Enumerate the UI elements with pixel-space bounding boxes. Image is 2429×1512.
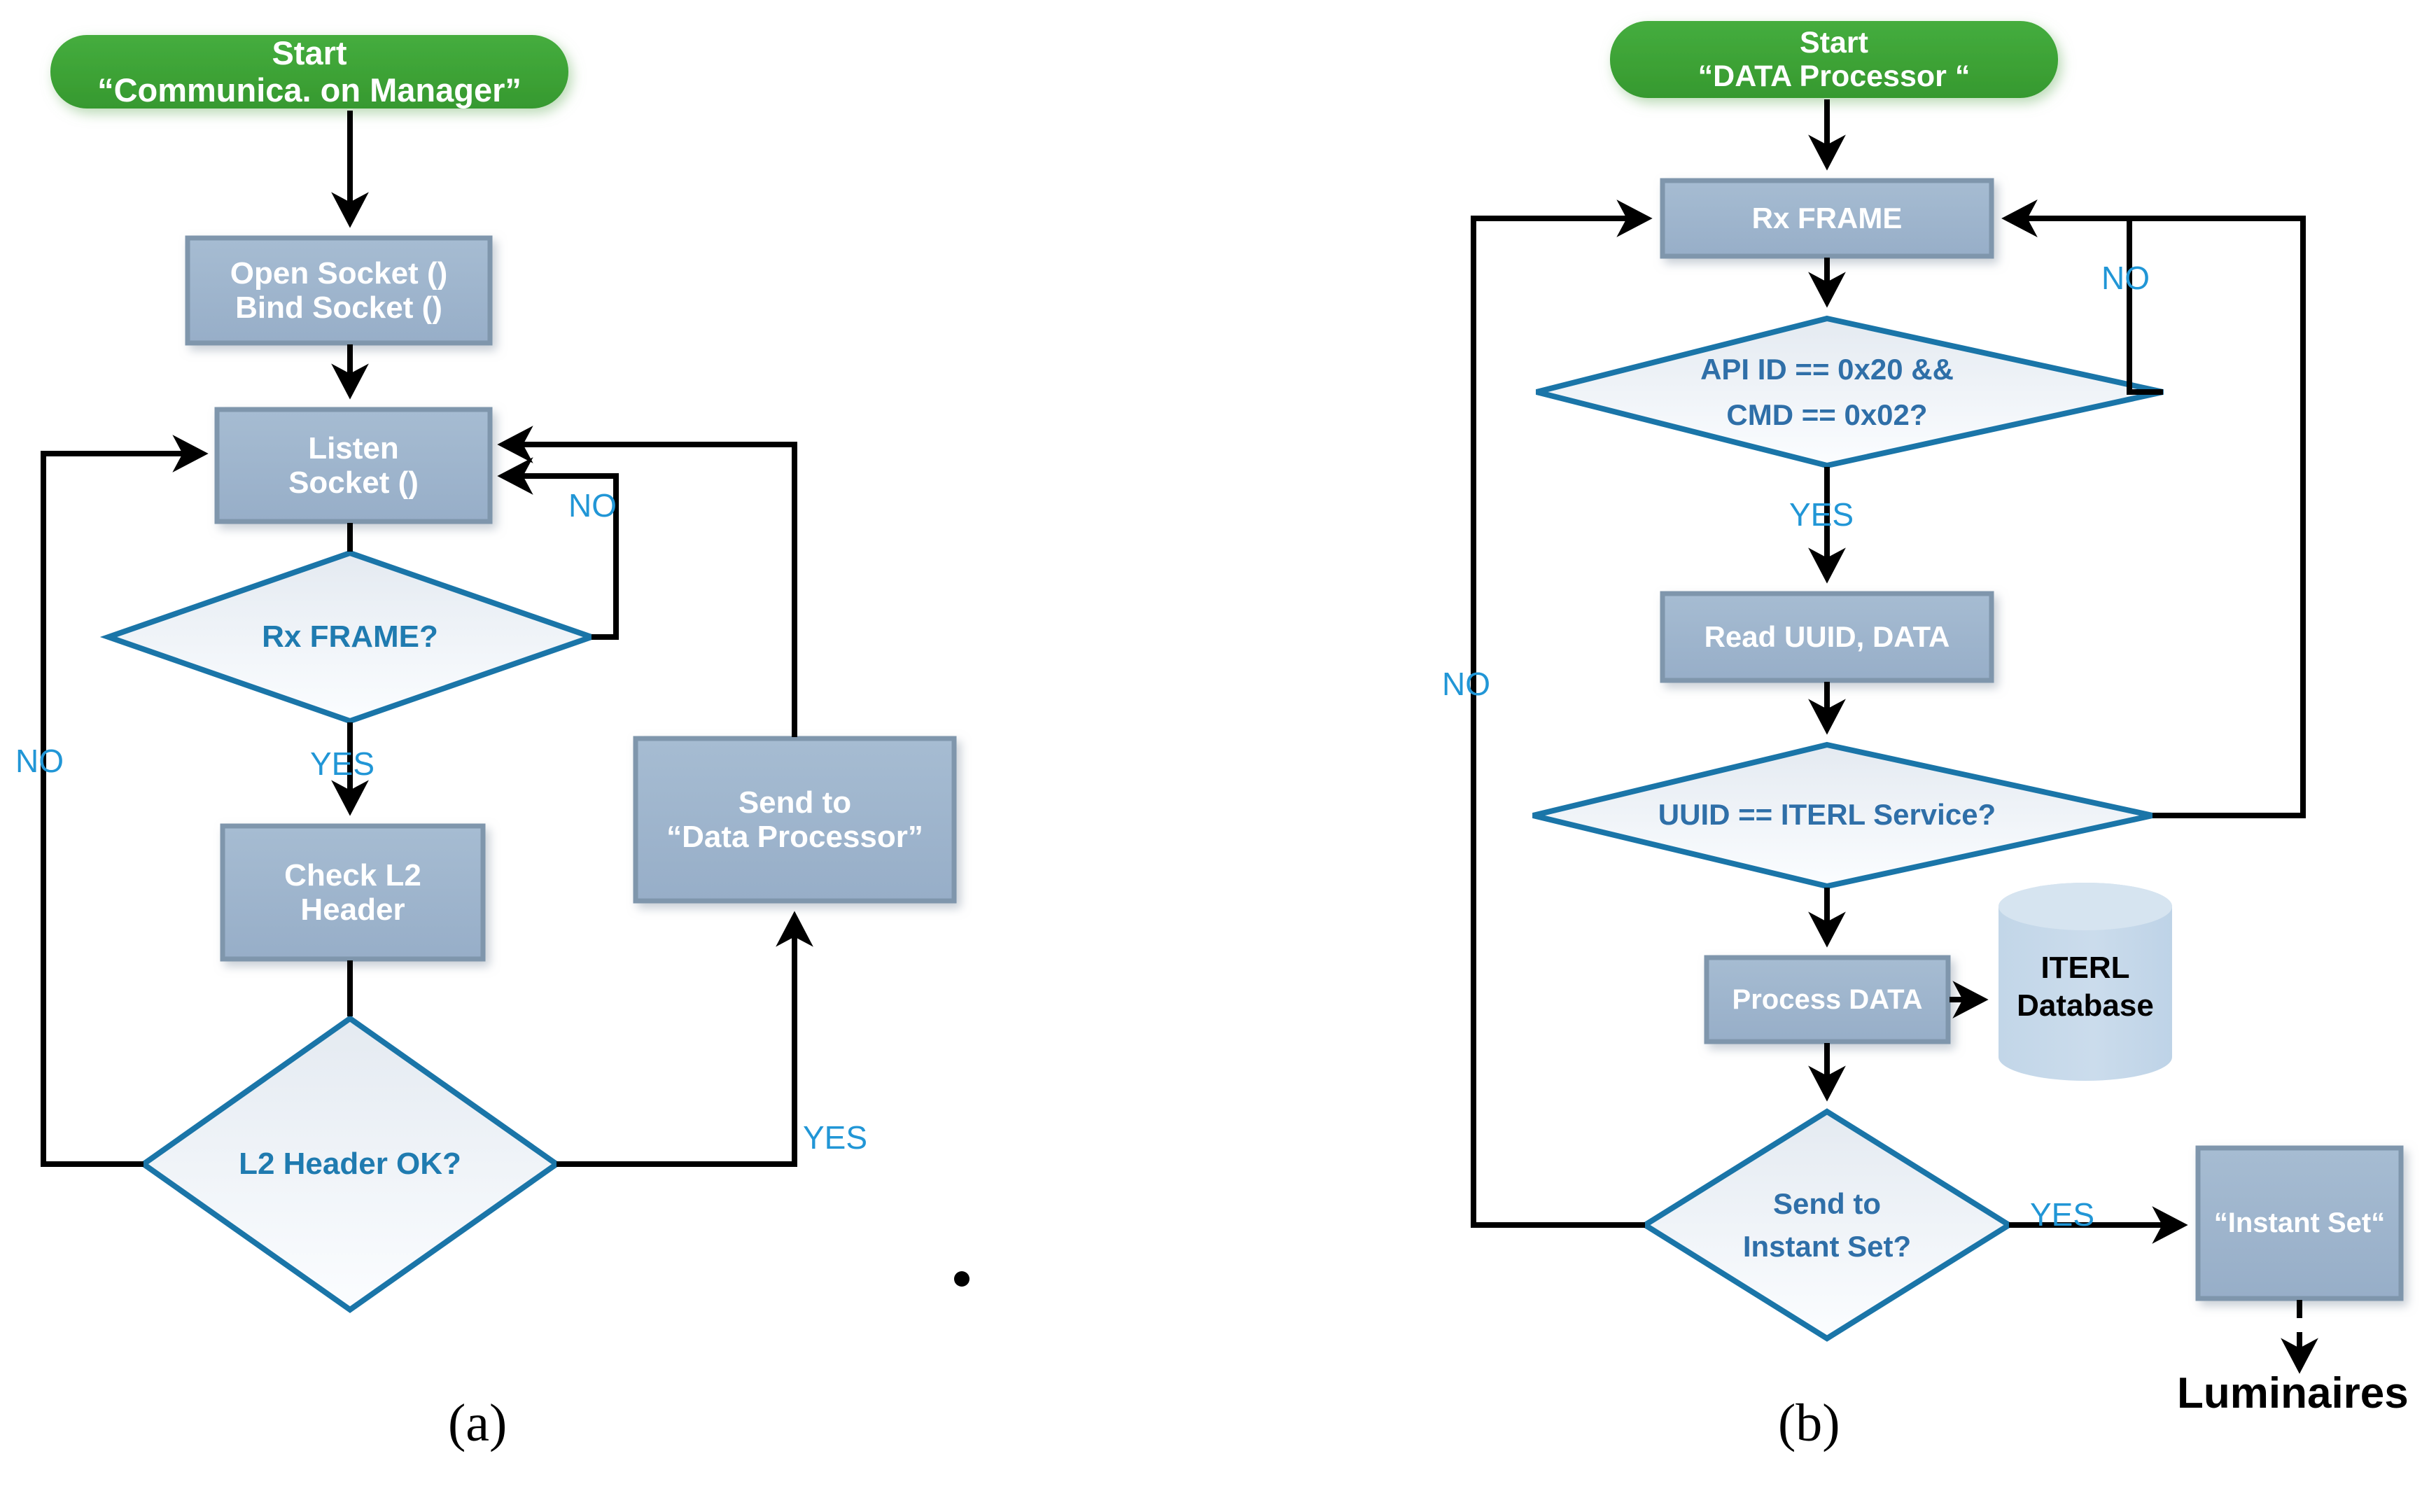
node-send-to-data-processor xyxy=(633,736,957,904)
node-rx-frame xyxy=(1660,178,1994,259)
stray-dot-marker xyxy=(954,1271,969,1287)
caption-panel-b: (b) xyxy=(1778,1394,1840,1452)
edge-label-l2-yes: YES xyxy=(803,1119,868,1156)
node-api-cmd-question xyxy=(1536,315,2164,469)
edge-label-rx-frame-no: NO xyxy=(568,487,617,524)
caption-panel-a: (a) xyxy=(448,1394,507,1452)
luminaires-label: Luminaires xyxy=(2177,1369,2409,1418)
node-start-b xyxy=(1610,21,2058,98)
node-iterl-database xyxy=(1998,883,2172,1081)
node-listen-socket xyxy=(214,407,493,524)
node-start-a xyxy=(50,35,568,108)
edge-label-api-no: NO xyxy=(2101,260,2150,296)
node-check-l2-header xyxy=(220,823,486,962)
node-rx-frame-question xyxy=(99,550,601,724)
node-send-to-instant-set-question xyxy=(1639,1108,2015,1342)
node-process-data xyxy=(1704,955,1951,1044)
edges-panel-b xyxy=(1471,99,2318,1374)
edge-label-api-yes: YES xyxy=(1789,496,1854,533)
edge-label-uuid-no: NO xyxy=(1442,666,1490,702)
edge-label-rx-frame-yes: YES xyxy=(310,746,375,782)
node-read-uuid-data xyxy=(1660,591,1994,683)
node-l2-header-ok-question xyxy=(139,1015,561,1313)
node-uuid-iterl-question xyxy=(1532,741,2153,890)
edges-panel-a xyxy=(41,111,813,1167)
node-open-bind-socket xyxy=(185,235,493,346)
edge-label-l2-no: NO xyxy=(15,743,64,779)
node-instant-set xyxy=(2195,1145,2404,1301)
edge-label-instant-yes: YES xyxy=(2030,1196,2095,1233)
